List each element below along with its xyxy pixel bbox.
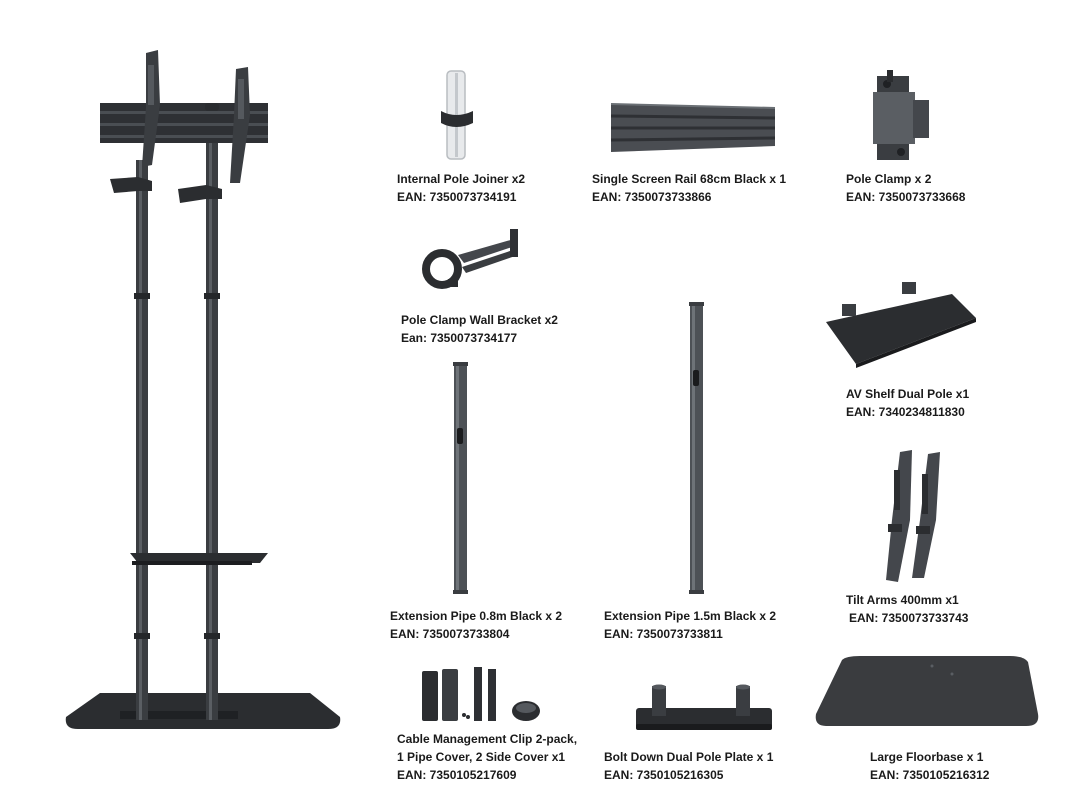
product-ean: EAN: 7350105216305 [604,768,724,782]
product-ean: EAN: 7350073733866 [592,190,712,204]
product-caption-extension-pipe-08: Extension Pipe 0.8m Black x 2 EAN: 73500… [390,607,562,643]
wall-bracket-icon [422,229,518,289]
extension-pipe-icon [689,302,704,594]
pole-clamp-icon [873,70,929,160]
floor-stand-assembled-icon [65,50,341,729]
product-caption-av-shelf: AV Shelf Dual Pole x1 EAN: 7340234811830 [846,385,969,421]
product-name: Single Screen Rail 68cm Black x 1 [592,172,787,186]
extension-pipe-icon [453,362,468,594]
product-ean: EAN: 7350073733668 [846,190,966,204]
bolt-down-plate-icon [636,684,772,730]
product-ean: EAN: 7340234811830 [846,405,965,419]
floorbase-icon [815,656,1039,726]
product-name: Internal Pole Joiner x2 [397,172,526,186]
product-name-line1: Cable Management Clip 2-pack, [397,732,578,746]
product-name-line2: 1 Pipe Cover, 2 Side Cover x1 [397,750,566,764]
product-caption-pole-clamp: Pole Clamp x 2 EAN: 7350073733668 [846,170,965,206]
product-ean: Ean: 7350073734177 [401,331,518,345]
product-ean: EAN: 7350073733743 [849,611,969,625]
product-caption-bolt-down-plate: Bolt Down Dual Pole Plate x 1 EAN: 73501… [604,748,773,784]
product-ean: EAN: 7350105217609 [397,768,517,782]
product-name: Large Floorbase x 1 [870,750,984,764]
product-name: AV Shelf Dual Pole x1 [846,387,970,401]
product-ean: EAN: 7350073733804 [390,627,510,641]
product-caption-pole-clamp-wall-bracket: Pole Clamp Wall Bracket x2 Ean: 73500737… [401,311,558,347]
screen-rail-icon [610,103,776,152]
product-name: Tilt Arms 400mm x1 [846,593,959,607]
product-name: Extension Pipe 1.5m Black x 2 [604,609,777,623]
product-caption-tilt-arms: Tilt Arms 400mm x1 EAN: 7350073733743 [846,591,968,627]
product-caption-cable-management: Cable Management Clip 2-pack, 1 Pipe Cov… [397,730,577,784]
product-caption-extension-pipe-15: Extension Pipe 1.5m Black x 2 EAN: 73500… [604,607,776,643]
product-ean: EAN: 7350105216312 [870,768,990,782]
av-shelf-icon [826,282,976,368]
pole-joiner-icon [441,70,473,160]
product-caption-large-floorbase: Large Floorbase x 1 EAN: 7350105216312 [870,748,989,784]
product-name: Pole Clamp Wall Bracket x2 [401,313,558,327]
product-name: Extension Pipe 0.8m Black x 2 [390,609,563,623]
cable-clip-icon [422,667,540,721]
product-name: Pole Clamp x 2 [846,172,932,186]
product-ean: EAN: 7350073733811 [604,627,723,641]
product-name: Bolt Down Dual Pole Plate x 1 [604,750,774,764]
product-caption-internal-pole-joiner: Internal Pole Joiner x2 EAN: 73500737341… [397,170,525,206]
tilt-arms-icon [886,450,940,582]
product-ean: EAN: 7350073734191 [397,190,517,204]
product-caption-single-screen-rail: Single Screen Rail 68cm Black x 1 EAN: 7… [592,170,786,206]
